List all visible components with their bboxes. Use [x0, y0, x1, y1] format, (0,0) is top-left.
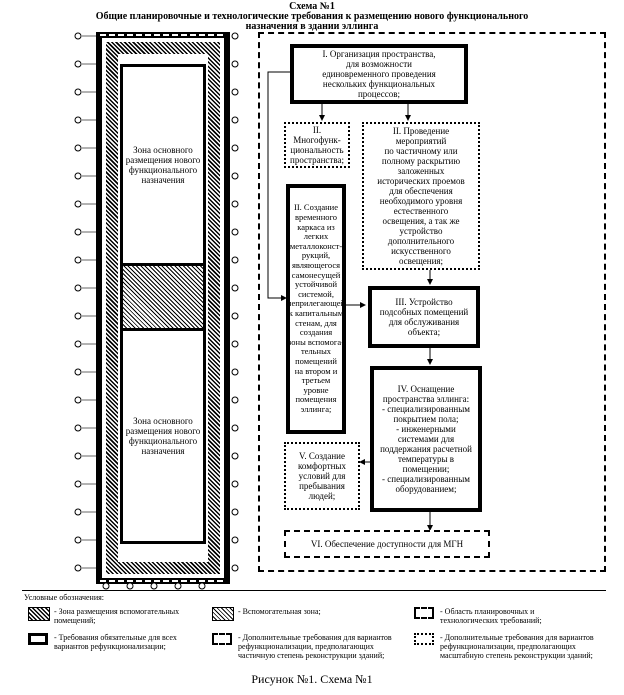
- step-4-text: IV. Оснащение пространства эллинга: - сп…: [380, 384, 472, 494]
- step-2-lighting-text: II. Проведение мероприятий по частичному…: [377, 126, 465, 266]
- step-3-text: III. Устройство подсобных помещений для …: [379, 297, 469, 337]
- plan-zone-top: Зона основного размещения нового функцио…: [120, 64, 206, 266]
- step-3-utility-rooms: III. Устройство подсобных помещений для …: [368, 286, 480, 348]
- plan-zone-top-label: Зона основного размещения нового функцио…: [125, 145, 201, 185]
- legend-item-aux-zone: - Вспомогательная зона;: [238, 607, 321, 616]
- step-5-comfort: V. Создание комфортных условий для пребы…: [284, 442, 360, 510]
- plan-zone-bottom-label: Зона основного размещения нового функцио…: [125, 416, 201, 456]
- legend: Условные обозначения: - Зона размещения …: [22, 590, 606, 667]
- plan-wall-pattern-top: [100, 34, 226, 36]
- plan-zone-bottom: Зона основного размещения нового функцио…: [120, 328, 206, 544]
- legend-swatch-partial: [212, 633, 232, 645]
- step-2-frame-text: II. Создание временного каркаса из легки…: [286, 202, 346, 414]
- legend-item-mandatory: - Требования обязательные для всех вариа…: [54, 633, 177, 651]
- legend-swatch-large-scale: [414, 633, 434, 645]
- step-2-multifunctionality: II. Многофунк- циональность пространства…: [284, 122, 350, 168]
- legend-item-large-scale: - Дополнительные требования для варианто…: [440, 633, 594, 660]
- plan-columns: [74, 32, 239, 590]
- step-2-lighting: II. Проведение мероприятий по частичному…: [362, 122, 480, 270]
- plan-wall-pattern-bottom: [100, 580, 226, 582]
- legend-swatch-aux-zone: [212, 607, 234, 621]
- step-1-text: I. Организация пространства, для возможн…: [322, 49, 436, 99]
- legend-swatch-area: [414, 607, 434, 619]
- requirements-area-boundary: [258, 32, 606, 572]
- diagram-subtitle-line1: Общие планировочные и технологические тр…: [95, 11, 529, 22]
- step-5-text: V. Создание комфортных условий для пребы…: [298, 451, 346, 501]
- legend-item-aux-rooms: - Зона размещения вспомогательных помеще…: [54, 607, 180, 625]
- diagram-subtitle-line2: назначения в здании эллинга: [245, 21, 379, 32]
- legend-swatch-aux-rooms: [28, 607, 50, 621]
- step-1-organization: I. Организация пространства, для возможн…: [290, 44, 468, 104]
- step-2-multifunctionality-text: II. Многофунк- циональность пространства…: [290, 125, 344, 165]
- legend-swatch-mandatory: [28, 633, 48, 645]
- legend-item-partial: - Дополнительные требования для варианто…: [238, 633, 392, 660]
- plan-auxiliary-zone-middle: [120, 266, 206, 328]
- figure-caption: Рисунок №1. Схема №1: [251, 672, 373, 686]
- step-6-text: VI. Обеспечение доступности для МГН: [310, 539, 464, 549]
- legend-heading: Условные обозначения:: [24, 593, 105, 602]
- step-4-equipment: IV. Оснащение пространства эллинга: - сп…: [370, 366, 482, 512]
- step-2-frame: II. Создание временного каркаса из легки…: [286, 184, 346, 434]
- legend-item-area: - Область планировочных и технологически…: [440, 607, 542, 625]
- step-6-accessibility: VI. Обеспечение доступности для МГН: [284, 530, 490, 558]
- diagram-title: Схема №1: [289, 1, 335, 12]
